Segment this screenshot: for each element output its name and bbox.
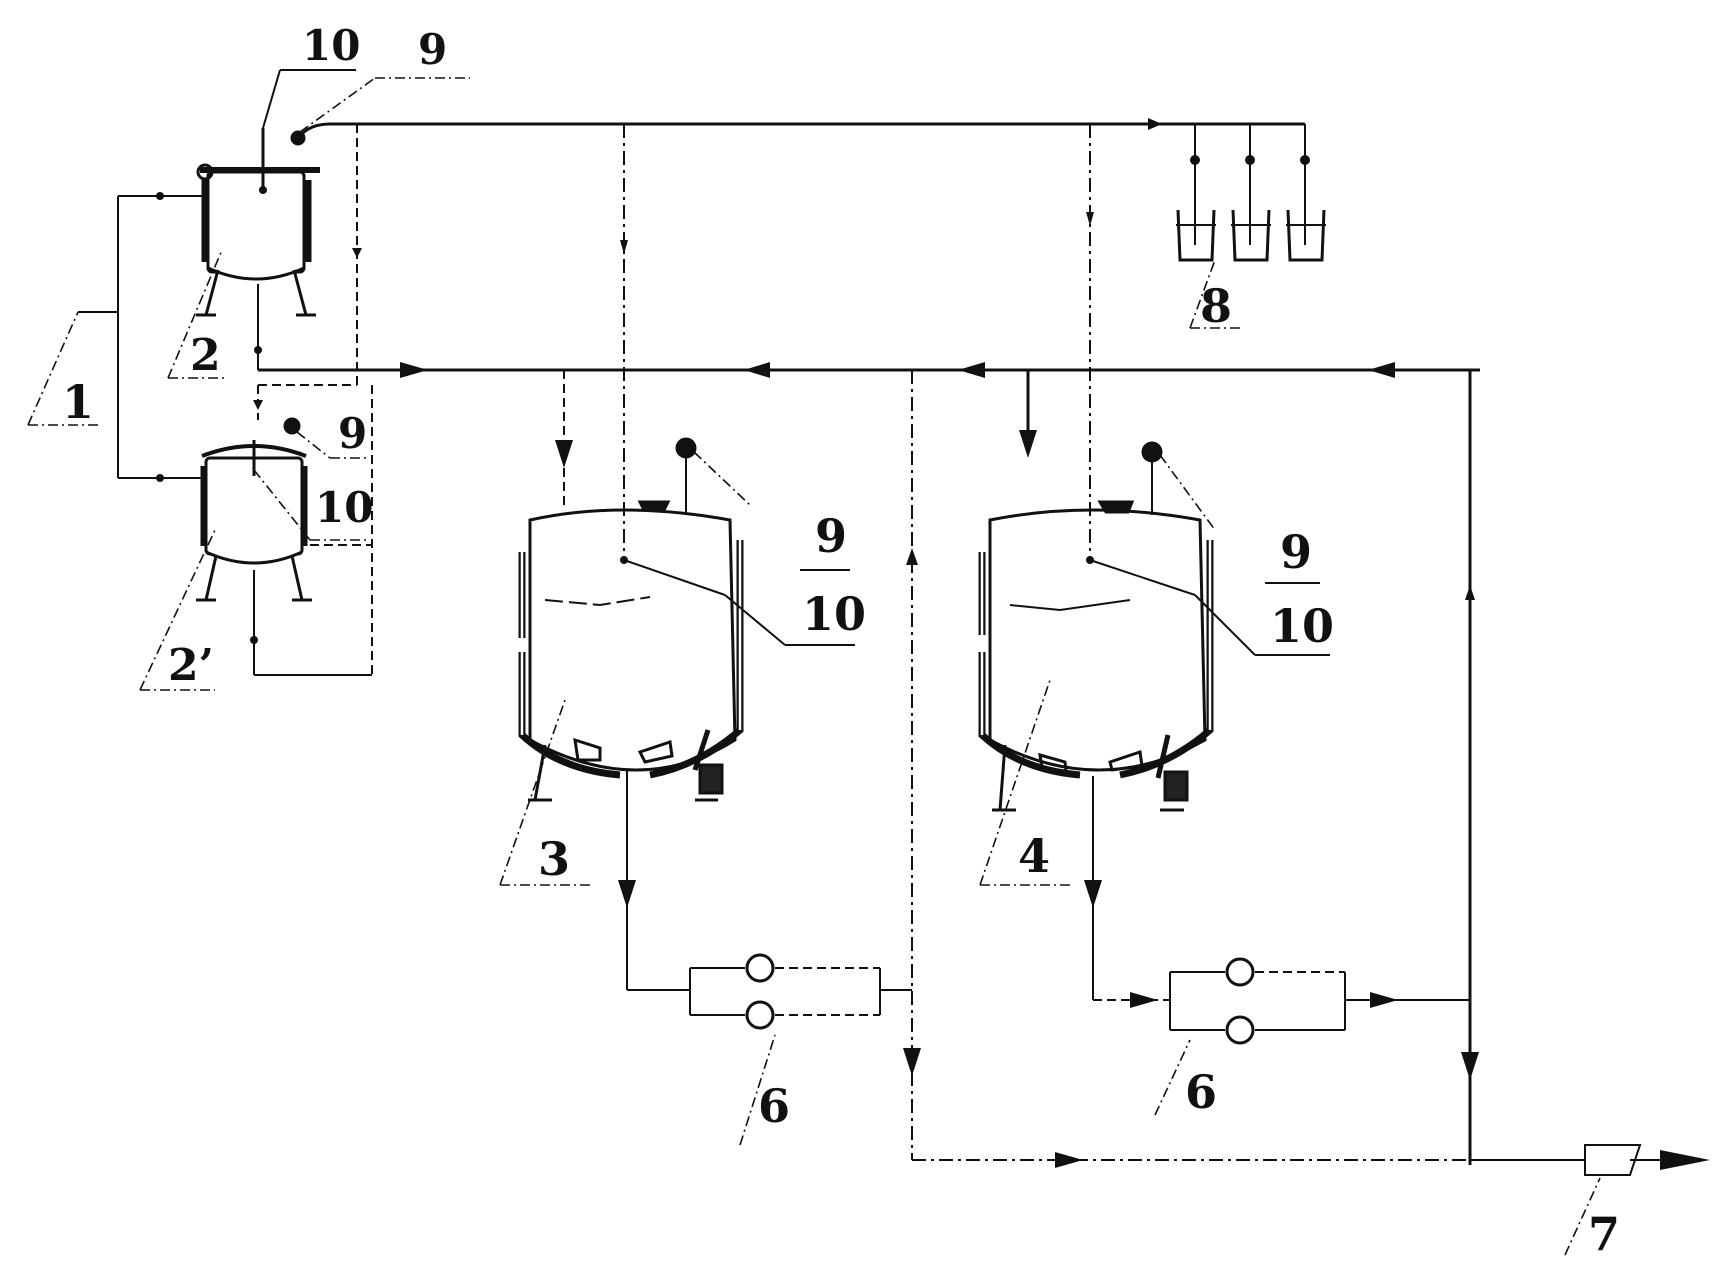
label-4: 4 [979, 679, 1070, 886]
label-2-text: 2 [190, 330, 221, 381]
label-3: 3 [499, 699, 590, 886]
pump-group-b [1093, 957, 1470, 1045]
additive-tank-branches [1190, 123, 1310, 215]
label-reactor-3-gauge-agitator: 9 10 [623, 451, 866, 646]
label-pre-tank-2-prime-agitator: 10 [253, 469, 373, 541]
top-supply-line [298, 118, 1305, 138]
label-2-prime-text: 2’ [168, 640, 214, 691]
pre-tank-2-gauge-label: 9 [418, 25, 447, 74]
pre-tank-2-agitator-label: 10 [302, 21, 360, 70]
label-6-b-text: 6 [1185, 1065, 1217, 1119]
additive-tank-2 [1231, 209, 1271, 262]
reactor-4-agitator-label: 10 [1270, 599, 1334, 653]
pre-tank-2-prime-return [254, 385, 373, 676]
label-8: 8 [1189, 259, 1240, 333]
label-6-b: 6 [1154, 1039, 1217, 1119]
reactor-3-gauge-label: 9 [815, 509, 847, 563]
label-8-text: 8 [1200, 279, 1232, 333]
label-3-text: 3 [538, 832, 570, 886]
pre-tank-2-prime [196, 417, 312, 675]
pre-tank-2 [196, 128, 320, 370]
label-7-text: 7 [1588, 1207, 1620, 1261]
label-pre-tank-2-prime-gauge: 9 [296, 409, 370, 459]
label-1: 1 [27, 311, 100, 429]
label-pre-tank-2-agitator: 10 [262, 21, 360, 129]
reactor-3 [518, 124, 744, 990]
recirculation-line [903, 370, 1479, 1160]
label-2-prime: 2’ [139, 529, 216, 691]
label-6-a-text: 6 [758, 1079, 790, 1133]
pre-tank-2-prime-agitator-label: 10 [315, 483, 373, 532]
label-6-a: 6 [739, 1034, 790, 1146]
additive-tank-3 [1286, 209, 1326, 262]
additive-tank-1 [1176, 209, 1216, 262]
label-1-text: 1 [62, 375, 94, 429]
reactor-3-agitator-label: 10 [802, 587, 866, 641]
pre-tank-2-prime-gauge-label: 9 [338, 409, 367, 458]
reactor-4-gauge-label: 9 [1280, 525, 1312, 579]
label-4-text: 4 [1018, 829, 1050, 883]
pre-tank-2-return [253, 124, 362, 420]
reactor-4 [978, 124, 1214, 1000]
label-2: 2 [167, 249, 225, 381]
feed-line [78, 192, 205, 482]
discharge-line [912, 1144, 1710, 1176]
main-distribution-line [258, 362, 1480, 1165]
pump-group-a [627, 953, 912, 1030]
label-7: 7 [1564, 1177, 1620, 1261]
additive-tanks [1176, 209, 1326, 262]
label-pre-tank-2-gauge: 9 [299, 25, 470, 133]
label-reactor-4-gauge-agitator: 9 10 [1089, 454, 1334, 656]
